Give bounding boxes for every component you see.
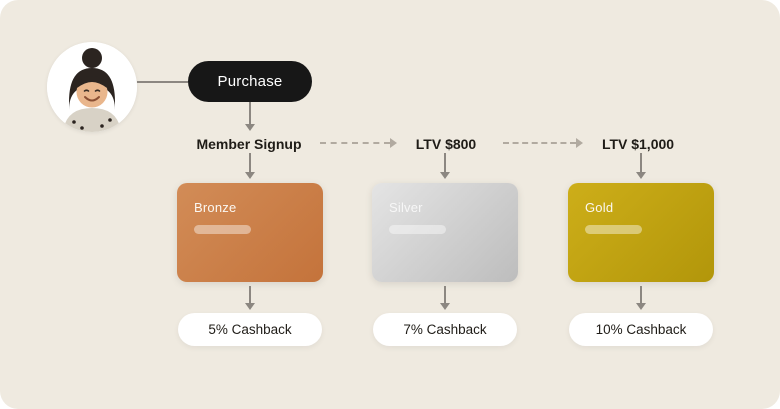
customer-avatar-illustration [47,42,137,132]
tier-progress-bar [585,225,642,234]
tier-card-name: Silver [389,200,423,215]
connector-avatar-to-purchase [137,81,188,83]
purchase-node-label: Purchase [217,73,283,90]
tier-card-name: Gold [585,200,614,215]
customer-avatar [47,42,137,132]
tier-card-name: Bronze [194,200,237,215]
tier-card-silver: Silver [372,183,518,282]
cashback-pill-gold: 10% Cashback [569,313,713,346]
cashback-label: 5% Cashback [208,322,292,337]
cashback-label: 10% Cashback [595,322,687,337]
purchase-node: Purchase [188,61,312,102]
tier-card-bronze: Bronze [177,183,323,282]
tier-progress-bar [389,225,446,234]
tier-card-gold: Gold [568,183,714,282]
step-label-member-signup: Member Signup [196,136,302,152]
tier-progress-bar [194,225,251,234]
cashback-label: 7% Cashback [403,322,487,337]
step-label-ltv-1000: LTV $1,000 [601,136,675,152]
cashback-pill-silver: 7% Cashback [373,313,517,346]
cashback-pill-bronze: 5% Cashback [178,313,322,346]
step-label-ltv-800: LTV $800 [415,136,477,152]
